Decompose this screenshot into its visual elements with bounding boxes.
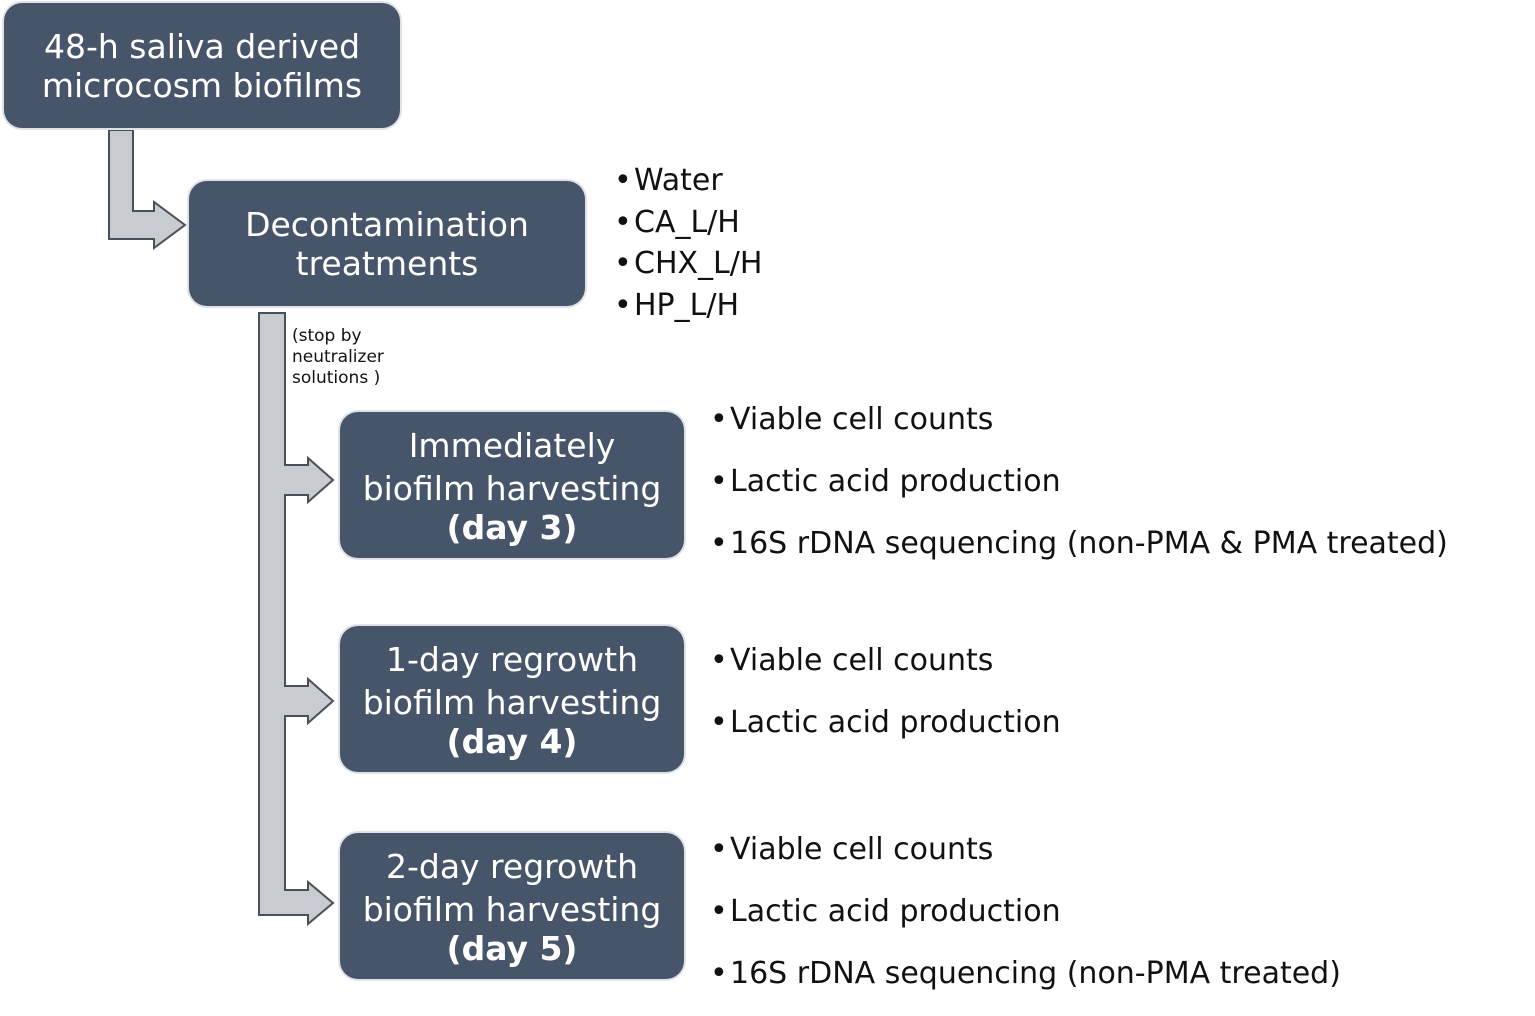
- harvest-line1: Immediately: [408, 426, 616, 465]
- treatment-item: HP_L/H: [614, 285, 762, 327]
- outcome-list-day4: Viable cell counts Lactic acid productio…: [710, 630, 1061, 754]
- treatment-item: Water: [614, 160, 762, 202]
- harvest-day3-box: Immediately biofilm harvesting (day 3): [340, 412, 684, 558]
- harvest-line2: biofilm harvesting: [362, 890, 662, 929]
- start-box-line1: 48-h saliva derived: [43, 26, 361, 66]
- outcome-item: Viable cell counts: [710, 630, 1061, 692]
- outcome-item: Lactic acid production: [710, 451, 1448, 513]
- harvest-day-label: (day 5): [446, 929, 578, 968]
- harvest-line1: 1-day regrowth: [385, 640, 639, 679]
- harvest-line1: 2-day regrowth: [385, 847, 639, 886]
- decon-box-line2: treatments: [295, 243, 479, 283]
- harvest-day4-box: 1-day regrowth biofilm harvesting (day 4…: [340, 626, 684, 772]
- outcome-item: 16S rDNA sequencing (non-PMA & PMA treat…: [710, 513, 1448, 575]
- harvest-line2: biofilm harvesting: [362, 469, 662, 508]
- harvest-day-label: (day 4): [446, 722, 578, 761]
- harvest-day-label: (day 3): [446, 508, 578, 547]
- outcome-item: Viable cell counts: [710, 819, 1341, 881]
- start-box-line2: microcosm biofilms: [41, 65, 363, 105]
- harvest-line2: biofilm harvesting: [362, 683, 662, 722]
- treatment-list: Water CA_L/H CHX_L/H HP_L/H: [614, 160, 762, 326]
- arrow-start-to-decon: [108, 129, 187, 250]
- start-biofilm-box: 48-h saliva derived microcosm biofilms: [4, 3, 400, 128]
- outcome-item: Lactic acid production: [710, 881, 1341, 943]
- decontamination-box: Decontamination treatments: [189, 181, 585, 306]
- arrow-decon-to-harvests: [258, 312, 335, 927]
- decon-box-line1: Decontamination: [245, 204, 529, 244]
- stop-note: (stop by neutralizer solutions ): [292, 326, 384, 388]
- outcome-item: 16S rDNA sequencing (non-PMA treated): [710, 943, 1341, 1005]
- outcome-list-day5: Viable cell counts Lactic acid productio…: [710, 819, 1341, 1005]
- outcome-item: Viable cell counts: [710, 389, 1448, 451]
- treatment-item: CHX_L/H: [614, 243, 762, 285]
- outcome-list-day3: Viable cell counts Lactic acid productio…: [710, 389, 1448, 575]
- treatment-item: CA_L/H: [614, 202, 762, 244]
- harvest-day5-box: 2-day regrowth biofilm harvesting (day 5…: [340, 833, 684, 979]
- outcome-item: Lactic acid production: [710, 692, 1061, 754]
